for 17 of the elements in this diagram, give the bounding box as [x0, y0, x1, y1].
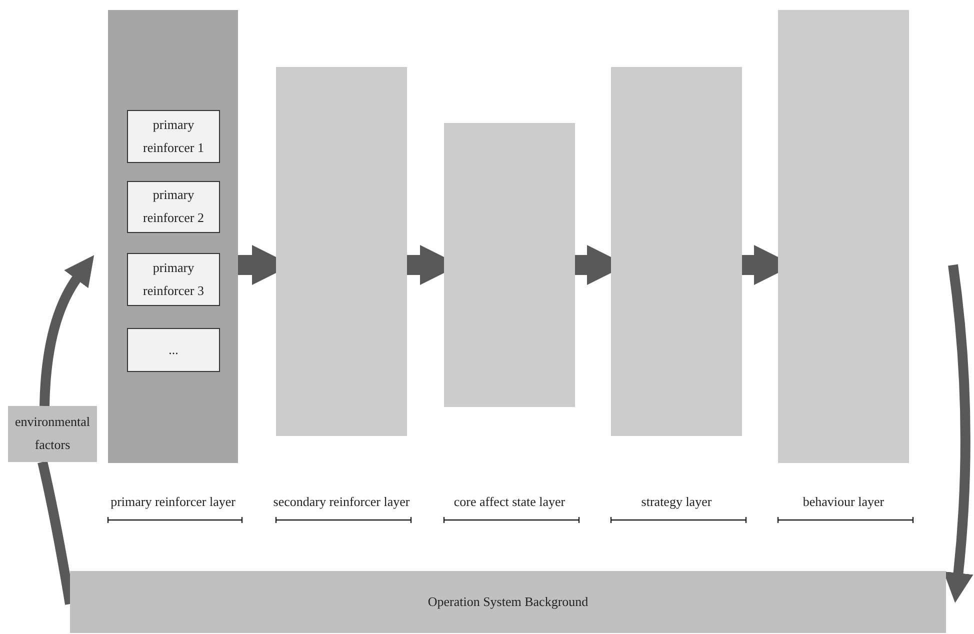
- factor-box: environmental factors: [8, 406, 97, 462]
- layer-label: core affect state layer: [452, 494, 566, 510]
- layer-label: behaviour layer: [802, 494, 886, 510]
- background-bar: Operation System Background: [70, 571, 946, 633]
- layer-column: [276, 67, 407, 436]
- layer-label: primary reinforcer layer: [110, 494, 236, 510]
- layer-label: strategy layer: [640, 494, 713, 510]
- layer-column: [108, 10, 238, 463]
- reinforcer-box: primary reinforcer 3: [127, 253, 220, 306]
- reinforcer-box: ...: [127, 328, 220, 372]
- layer-label: secondary reinforcer layer: [272, 494, 411, 510]
- layer-column: [778, 10, 909, 463]
- layer-column: [444, 123, 575, 407]
- reinforcer-box: primary reinforcer 1: [127, 110, 220, 163]
- curved-arrow: [40, 254, 94, 406]
- reinforcer-box: primary reinforcer 2: [127, 181, 220, 233]
- layer-column: [611, 67, 742, 436]
